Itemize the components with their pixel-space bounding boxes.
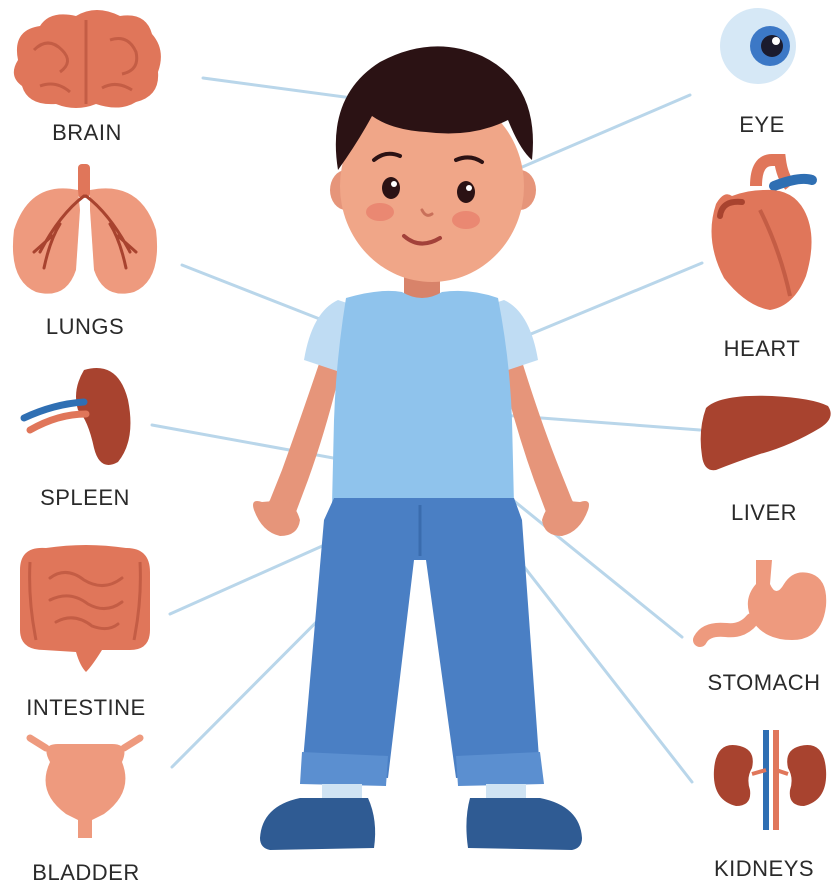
right-eye bbox=[457, 181, 475, 203]
organ-bladder: BLADDER bbox=[30, 738, 140, 885]
organ-spleen: SPLEEN bbox=[24, 368, 130, 510]
lungs-icon bbox=[13, 164, 157, 294]
label-bladder: BLADDER bbox=[32, 860, 139, 885]
label-stomach: STOMACH bbox=[707, 670, 820, 695]
brain-icon bbox=[14, 10, 161, 108]
stomach-icon bbox=[700, 560, 826, 640]
right-cheek bbox=[452, 211, 480, 229]
intestine-icon bbox=[20, 545, 150, 672]
organ-lungs: LUNGS bbox=[13, 164, 157, 339]
kidneys-icon bbox=[714, 730, 826, 830]
label-intestine: INTESTINE bbox=[26, 695, 145, 720]
organ-liver: LIVER bbox=[701, 396, 831, 525]
label-heart: HEART bbox=[724, 336, 801, 361]
liver-icon bbox=[701, 396, 831, 470]
organ-heart: HEART bbox=[712, 160, 813, 361]
organ-eye: EYE bbox=[720, 8, 796, 137]
bladder-icon bbox=[30, 738, 140, 838]
heart-icon bbox=[712, 160, 813, 310]
right-shoe bbox=[466, 798, 582, 850]
child-figure bbox=[253, 46, 589, 850]
left-cheek bbox=[366, 203, 394, 221]
organ-stomach: STOMACH bbox=[700, 560, 826, 695]
organ-intestine: INTESTINE bbox=[20, 545, 150, 720]
label-spleen: SPLEEN bbox=[40, 485, 130, 510]
head bbox=[330, 46, 536, 282]
label-lungs: LUNGS bbox=[46, 314, 124, 339]
label-brain: BRAIN bbox=[52, 120, 122, 145]
label-liver: LIVER bbox=[731, 500, 797, 525]
left-shoe bbox=[260, 798, 375, 850]
label-eye: EYE bbox=[739, 112, 785, 137]
organ-brain: BRAIN bbox=[14, 10, 161, 145]
jeans bbox=[300, 498, 544, 786]
left-eye bbox=[382, 177, 400, 199]
shirt bbox=[332, 291, 514, 505]
spleen-icon bbox=[24, 368, 130, 465]
label-kidneys: KIDNEYS bbox=[714, 856, 814, 881]
eye-icon bbox=[720, 8, 796, 84]
organ-kidneys: KIDNEYS bbox=[714, 730, 826, 881]
